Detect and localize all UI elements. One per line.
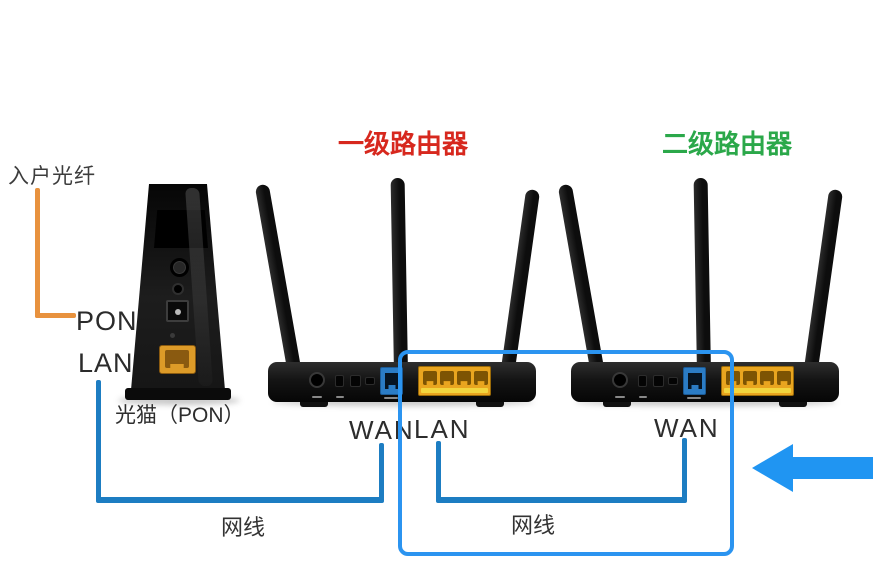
router1-title: 一级路由器 <box>337 129 468 159</box>
router1-lan-label: LAN <box>414 414 471 444</box>
antenna-icon <box>500 188 541 377</box>
cable2-segment-down <box>436 441 441 500</box>
modem-lan-port-label: LAN <box>78 348 134 378</box>
router1-shadow <box>272 398 534 406</box>
cable2-label: 网线 <box>511 513 556 538</box>
lan-label-strip <box>421 388 488 393</box>
port-mark <box>639 396 647 398</box>
cable2-segment-across <box>436 497 687 503</box>
modem-base <box>125 388 231 400</box>
fiber-line-vertical <box>35 188 40 318</box>
lan-port-hole <box>457 371 471 385</box>
antenna-icon <box>254 183 302 376</box>
lan-label-strip <box>724 388 791 393</box>
router1-body <box>268 362 536 402</box>
router2-wan-label: WAN <box>654 413 720 443</box>
lan-port-hole <box>760 371 774 385</box>
wan-port-icon <box>380 367 403 395</box>
arrow-bar <box>789 457 873 479</box>
modem-lan-port-icon <box>159 345 196 374</box>
antenna-icon <box>693 177 711 375</box>
usb-port-icon <box>365 377 375 385</box>
usb-port-icon <box>668 377 678 385</box>
router2-shadow <box>575 398 837 406</box>
wps-button-icon <box>350 375 361 387</box>
reset-button-icon <box>638 375 647 387</box>
antenna-icon <box>803 188 844 377</box>
lan-port-hole <box>777 371 791 385</box>
modem-power-jack-icon <box>172 283 184 295</box>
router-foot <box>300 402 328 407</box>
wps-button-icon <box>653 375 664 387</box>
incoming-fiber-label: 入户光纤 <box>8 165 96 188</box>
router1-wan-label: WAN <box>349 415 415 445</box>
router2-device <box>557 176 845 407</box>
lan-port-hole <box>743 371 757 385</box>
cable2-segment-up <box>682 438 687 500</box>
router2-body <box>571 362 839 402</box>
lan-ports-icon <box>418 366 491 396</box>
modem-power-button-icon <box>170 258 189 277</box>
router2-title: 二级路由器 <box>661 129 792 159</box>
lan-port-hole <box>423 371 437 385</box>
port-mark <box>312 396 322 398</box>
power-jack-icon <box>612 372 628 388</box>
antenna-icon <box>390 177 408 375</box>
modem-shadow <box>118 396 240 405</box>
cable1-segment-down <box>96 380 101 502</box>
arrow-head <box>752 444 793 492</box>
antenna-icon <box>557 183 605 376</box>
port-mark <box>384 397 398 399</box>
wan-port-icon <box>683 367 706 395</box>
router-foot <box>779 402 807 407</box>
lan-port-hole <box>474 371 488 385</box>
power-jack-icon <box>309 372 325 388</box>
modem-pon-port-label: PON <box>76 306 138 336</box>
port-mark <box>687 397 701 399</box>
modem-caption: 光猫（PON） <box>115 404 245 427</box>
cable1-segment-up <box>379 443 384 500</box>
connection-highlight-box <box>398 350 734 556</box>
fiber-line-horizontal <box>35 313 76 318</box>
router1-device <box>254 176 542 407</box>
fiber-modem-device <box>125 184 231 404</box>
modem-fiber-port-icon <box>166 300 189 322</box>
port-mark <box>615 396 625 398</box>
router-foot <box>603 402 631 407</box>
lan-port-hole <box>440 371 454 385</box>
modem-reset-hole-icon <box>170 333 175 338</box>
cable1-segment-across <box>96 497 384 503</box>
router-foot <box>476 402 504 407</box>
port-mark <box>336 396 344 398</box>
cable1-label: 网线 <box>221 515 266 540</box>
reset-button-icon <box>335 375 344 387</box>
